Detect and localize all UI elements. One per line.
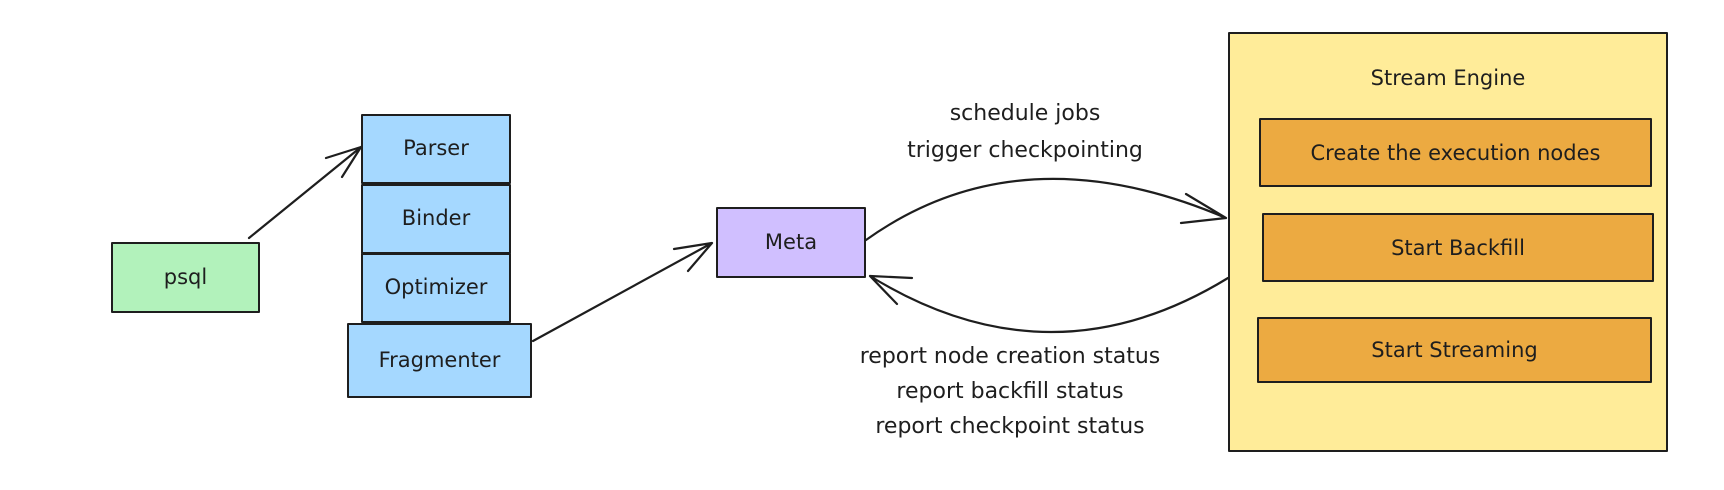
node-psql: psql <box>111 242 260 313</box>
node-psql-label: psql <box>163 264 208 289</box>
edge-label-line: trigger checkpointing <box>907 138 1143 163</box>
arrow-meta-to-engine <box>864 177 1228 242</box>
stream-engine-title: Stream Engine <box>1370 66 1526 90</box>
step-start-streaming-label: Start Streaming <box>1371 338 1538 362</box>
step-create-execution-nodes: Create the execution nodes <box>1259 118 1652 187</box>
edge-label-line: report checkpoint status <box>875 414 1145 439</box>
arrow-engine-to-meta <box>868 274 1230 334</box>
edge-label-meta-to-engine: schedule jobs trigger checkpointing <box>825 95 1225 169</box>
edge-label-engine-to-meta: report node creation status report backf… <box>760 339 1260 444</box>
arrow-psql-to-parser <box>247 145 363 240</box>
step-start-backfill: Start Backfill <box>1262 213 1654 282</box>
node-optimizer: Optimizer <box>361 253 511 323</box>
node-binder: Binder <box>361 184 511 254</box>
step-start-backfill-label: Start Backfill <box>1391 235 1525 260</box>
node-meta-label: Meta <box>764 229 818 254</box>
edge-label-line: schedule jobs <box>949 101 1101 126</box>
node-meta: Meta <box>716 207 866 278</box>
arrow-fragmenter-to-meta <box>531 241 714 343</box>
node-parser-label: Parser <box>403 136 469 161</box>
stream-engine-panel: Stream Engine Create the execution nodes… <box>1228 32 1668 452</box>
step-start-streaming: Start Streaming <box>1257 317 1652 383</box>
edge-label-line: report backfill status <box>896 379 1124 404</box>
node-fragmenter-label: Fragmenter <box>378 347 501 372</box>
node-binder-label: Binder <box>401 206 471 231</box>
step-create-execution-nodes-label: Create the execution nodes <box>1310 140 1601 165</box>
edge-label-line: report node creation status <box>859 344 1161 369</box>
node-optimizer-label: Optimizer <box>384 275 488 300</box>
node-fragmenter: Fragmenter <box>347 323 532 398</box>
node-parser: Parser <box>361 114 511 184</box>
